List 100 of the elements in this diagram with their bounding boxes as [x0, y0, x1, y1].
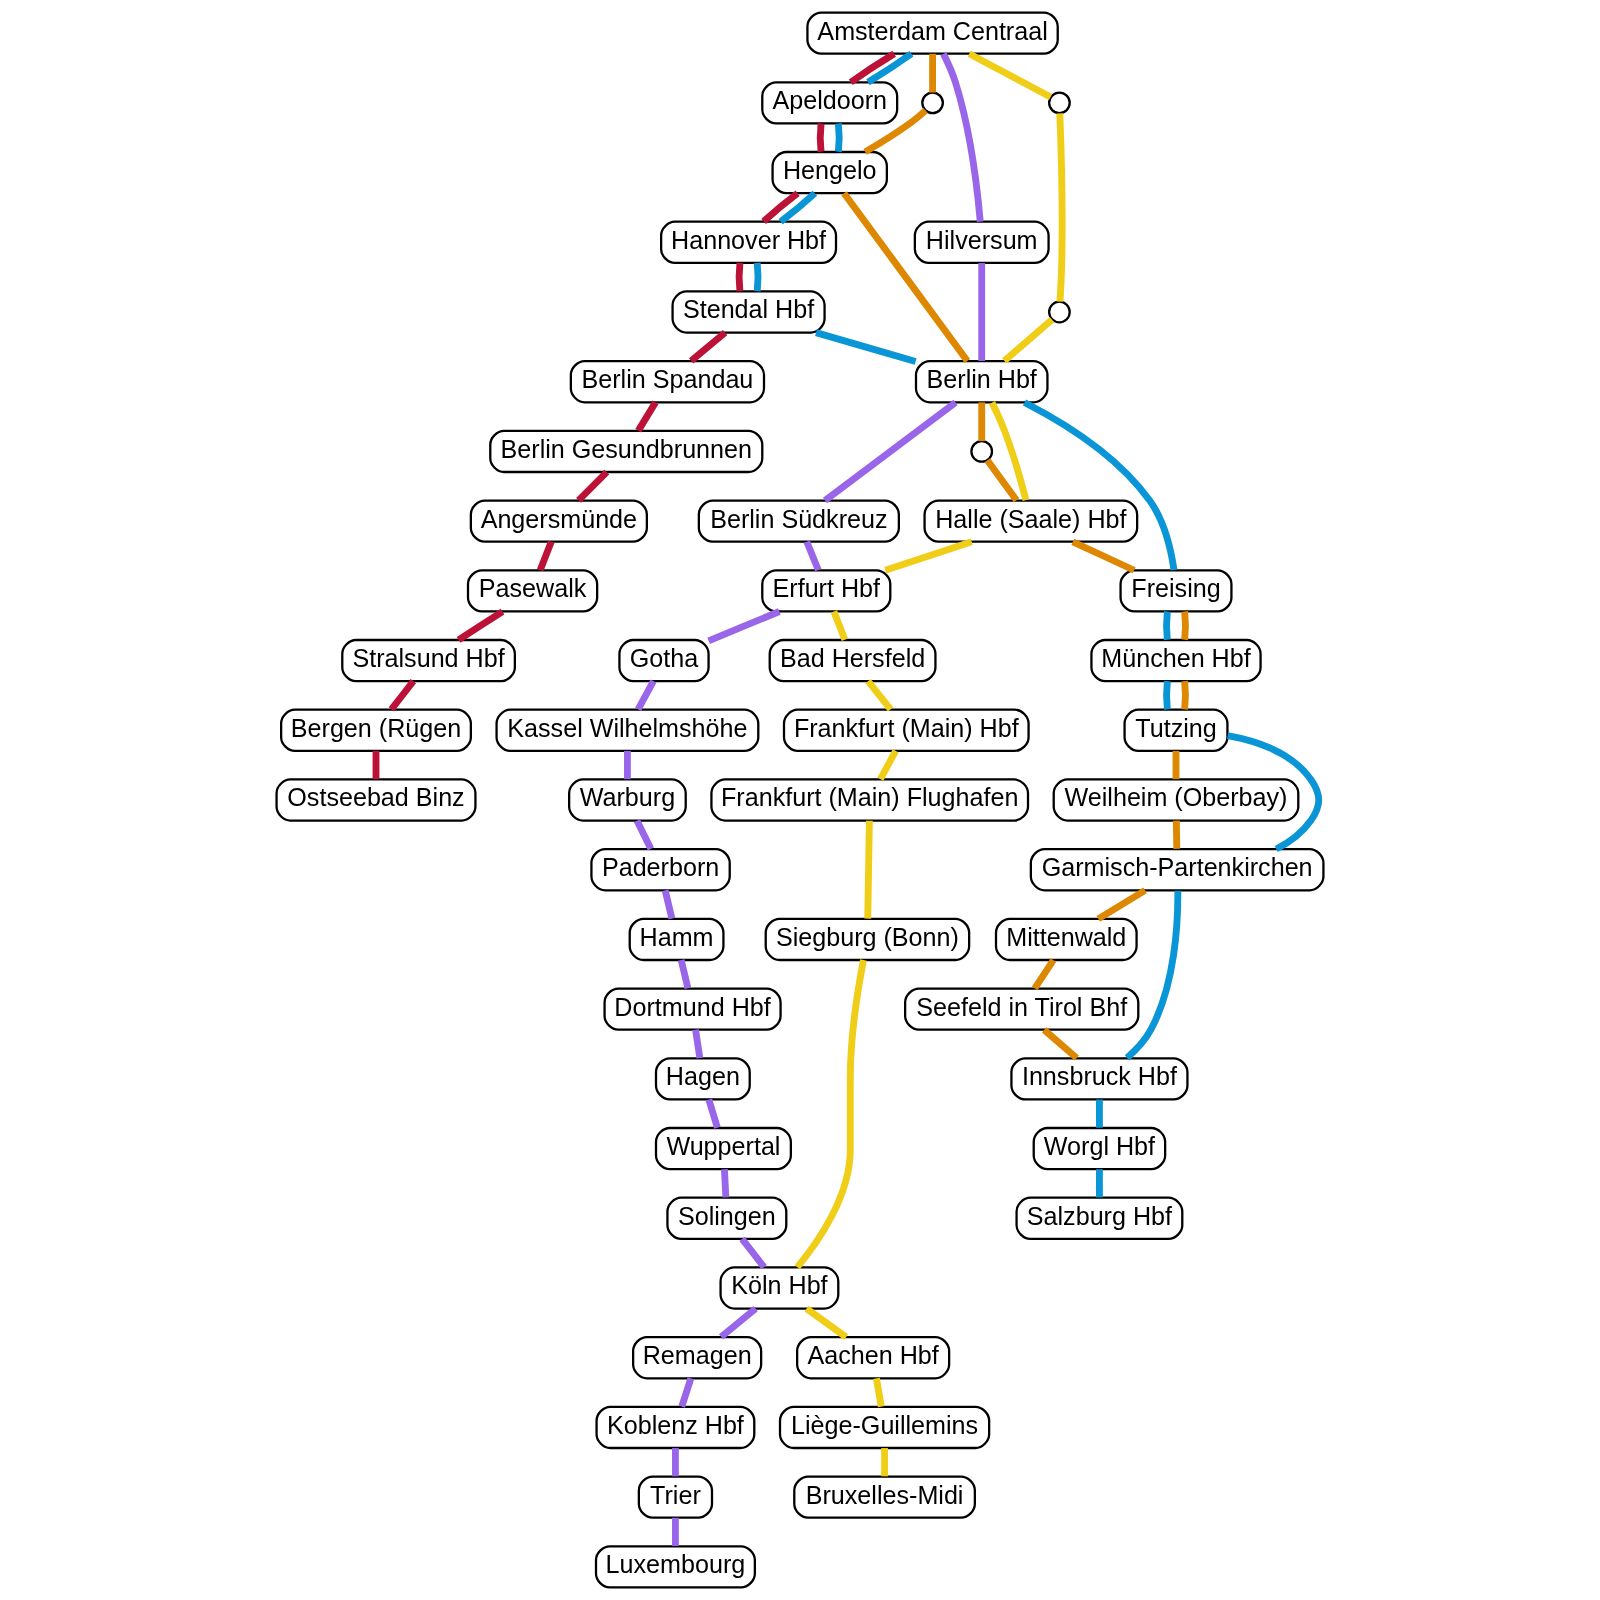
connector — [984, 458, 1020, 503]
connector — [873, 1377, 885, 1408]
connector — [1172, 820, 1181, 849]
connector — [1096, 1169, 1103, 1198]
node-box: Köln Hbf — [719, 1266, 840, 1310]
connector — [978, 263, 986, 361]
node-box: Innsbruck Hbf — [1010, 1057, 1189, 1101]
connector — [1041, 1027, 1079, 1061]
node-box: Bergen (Rügen — [280, 708, 472, 752]
connector — [537, 540, 555, 572]
connector — [865, 679, 894, 712]
node-box: Stendal Hbf — [671, 290, 826, 334]
node-box: Tutzing — [1123, 708, 1229, 752]
node-box: Gotha — [618, 638, 710, 683]
node-box: Bruxelles-Midi — [793, 1475, 976, 1519]
node-box: Frankfurt (Main) Flughafen — [710, 778, 1030, 822]
connector — [688, 330, 728, 364]
node-box: Seefeld in Tirol Bhf — [904, 987, 1140, 1031]
node-circle — [1048, 300, 1071, 324]
connector — [929, 53, 936, 93]
connector — [456, 608, 505, 643]
node-circle — [970, 440, 994, 463]
connector — [1163, 680, 1171, 710]
node-box: Stralsund Hbf — [341, 638, 516, 683]
connector — [719, 1306, 758, 1340]
connector — [866, 51, 914, 86]
connector — [735, 262, 744, 292]
node-box: Garmisch-Partenkirchen — [1029, 848, 1325, 892]
connector — [661, 889, 676, 920]
connector — [1002, 317, 1055, 364]
node-box: Weilheim (Oberbay) — [1052, 778, 1300, 822]
node-box: Bad Hersfeld — [768, 638, 937, 683]
connector — [635, 400, 659, 433]
node-box: Berlin Gesundbrunnen — [489, 429, 764, 474]
connector — [864, 820, 873, 919]
connector — [863, 107, 928, 155]
connector — [803, 540, 822, 572]
connector — [633, 819, 654, 851]
node-box: Hengelo — [771, 150, 888, 195]
connector — [739, 1236, 767, 1270]
node-box: Wuppertal — [654, 1126, 792, 1171]
connector — [721, 1169, 730, 1198]
node-box: Hannover Hbf — [660, 220, 838, 264]
node-box: Dortmund Hbf — [603, 987, 782, 1031]
connector — [1096, 1099, 1103, 1128]
connector — [1031, 958, 1057, 991]
connector — [635, 679, 657, 712]
node-box: Siegburg (Bonn) — [764, 917, 971, 962]
connector — [707, 608, 781, 645]
connector — [884, 538, 973, 574]
connector — [830, 610, 849, 641]
node-box: Aachen Hbf — [796, 1336, 951, 1380]
node-box: Hamm — [628, 917, 725, 962]
node-box: Hilversum — [913, 220, 1050, 264]
node-box: Hagen — [654, 1057, 751, 1101]
connector — [1172, 750, 1180, 780]
node-box: Luxembourg — [594, 1545, 756, 1589]
connector — [761, 190, 800, 224]
connector — [672, 1517, 679, 1546]
connector — [672, 1448, 679, 1477]
connector — [678, 1377, 695, 1408]
node-box: Trier — [637, 1475, 714, 1519]
node-box: Halle (Saale) Hbf — [923, 499, 1139, 543]
node-box: Berlin Hbf — [914, 360, 1049, 404]
node-box: Kassel Wilhelmshöhe — [495, 708, 760, 752]
node-box: Paderborn — [590, 848, 731, 892]
node-box: Apeldoorn — [761, 81, 899, 125]
connector — [753, 262, 762, 292]
node-box: Salzburg Hbf — [1015, 1196, 1184, 1240]
node-box: Berlin Südkreuz — [697, 499, 900, 543]
node-box: Warburg — [568, 778, 687, 822]
connector — [940, 52, 984, 222]
connector — [705, 1098, 721, 1129]
connector — [778, 190, 818, 225]
connector — [1124, 890, 1182, 1061]
node-box: Frankfurt (Main) Hbf — [782, 708, 1030, 752]
connector — [822, 399, 958, 504]
connector — [388, 679, 417, 712]
connector — [816, 123, 825, 153]
node-box: Freising — [1119, 569, 1233, 613]
connector — [1056, 113, 1066, 302]
connector — [988, 401, 1030, 502]
node-box: Berlin Spandau — [569, 360, 766, 404]
node-box: Ostseebad Binz — [275, 778, 477, 822]
connector — [794, 959, 867, 1270]
connector — [834, 123, 843, 153]
connector — [841, 191, 971, 364]
node-box: Amsterdam Centraal — [806, 11, 1059, 55]
connector — [815, 329, 917, 365]
connector — [372, 750, 380, 780]
node-box: Mittenwald — [994, 917, 1138, 962]
node-box: München Hbf — [1090, 638, 1262, 683]
connector — [692, 1029, 704, 1059]
node-box: Solingen — [666, 1196, 788, 1240]
connector — [848, 50, 896, 86]
connector — [677, 959, 692, 990]
connector — [624, 750, 631, 780]
connector — [804, 1305, 849, 1340]
connector — [1071, 538, 1136, 574]
connector — [978, 402, 986, 442]
